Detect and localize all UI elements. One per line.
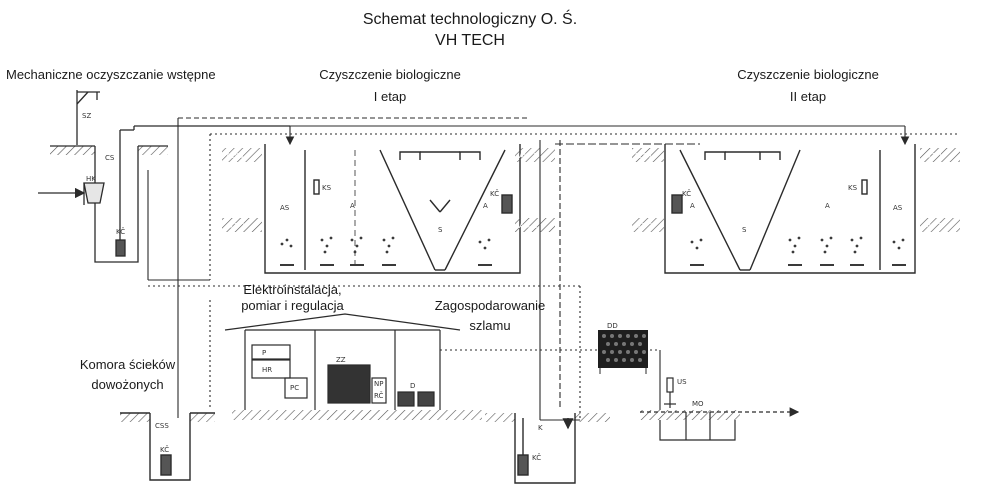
tag-css: CSS — [155, 422, 169, 430]
tag-kc-css: KČ — [160, 445, 169, 454]
tag-rc: RČ — [374, 391, 384, 400]
tag-sz: SZ — [82, 112, 91, 120]
tag-kc-1: KČ — [490, 189, 499, 198]
label-chamber: Komora ścieków dowożonych — [70, 357, 185, 393]
dryer-unit — [598, 330, 648, 374]
tag-hr: HR — [262, 366, 272, 374]
bio-stage-2-tank — [664, 144, 916, 274]
label-bio1-line2: I etap — [373, 89, 407, 104]
tag-alt1-a: ALT 1 — [226, 152, 245, 160]
alt-block — [222, 218, 262, 232]
tag-s-2: S — [742, 226, 747, 234]
alt-block — [920, 218, 960, 232]
label-chamber-line1: Komora ścieków — [79, 357, 176, 372]
label-elektro: Elektroinstalacja, pomiar i regulacja — [225, 282, 360, 314]
bio-stage-1-aeration — [280, 236, 492, 266]
bio-stage-2-aeration — [690, 236, 906, 266]
label-bio2: Czyszczenie biologiczne II etap — [718, 67, 898, 105]
diagram-title-line2: VH TECH — [435, 32, 505, 49]
tag-zz: ZZ — [336, 356, 346, 364]
label-elektro-line1: Elektroinstalacja, — [243, 282, 342, 297]
label-mechanical: Mechaniczne oczyszczanie wstępne — [6, 67, 216, 82]
label-sludge-line2: szlamu — [469, 318, 511, 333]
tag-alt1-b: ALT 1 — [519, 152, 538, 160]
ground-strip — [232, 410, 482, 420]
electro-building — [224, 313, 461, 410]
tag-mo: MO — [692, 400, 704, 408]
tag-pc: PC — [290, 384, 299, 392]
label-sludge: Zagospodarowanie szlamu — [425, 298, 555, 334]
alt-block — [515, 148, 555, 162]
alt-block — [222, 148, 262, 162]
label-bio1: Czyszczenie biologiczne I etap — [300, 67, 480, 105]
tag-kc-k: KČ — [532, 453, 541, 462]
tag-kc-2: KČ — [682, 189, 691, 198]
tag-kc-mech: KČ — [116, 227, 125, 236]
tag-p: P — [262, 349, 266, 357]
tag-a-2b: A — [690, 202, 695, 210]
tag-d: D — [410, 382, 415, 390]
tag-alt2-a: ALT 2 — [226, 222, 245, 230]
label-bio2-line1: Czyszczenie biologiczne — [737, 67, 879, 82]
tag-hk: HK — [86, 175, 96, 183]
uv-and-outlet — [640, 377, 800, 441]
tag-alt2-b: ALT 2 — [519, 222, 538, 230]
tag-ks-2: KS — [848, 184, 858, 192]
tag-a-2: A — [825, 202, 830, 210]
tag-as-2: AS — [893, 204, 903, 212]
label-elektro-line2: pomiar i regulacja — [241, 298, 344, 313]
alt-block — [920, 148, 960, 162]
tag-ks-1: KS — [322, 184, 332, 192]
tag-alt2-d: ALT 2 — [924, 222, 943, 230]
tag-alt1-c: ALT 1 — [634, 152, 653, 160]
ground-strip — [575, 413, 610, 422]
label-sludge-line1: Zagospodarowanie — [434, 298, 546, 313]
tag-alt1-d: ALT 1 — [924, 152, 943, 160]
css-tank — [120, 412, 215, 481]
sludge-tank — [514, 413, 576, 484]
mechanical-pretreatment — [38, 90, 290, 263]
tag-dd: DD — [607, 322, 618, 330]
ground-strip — [485, 413, 515, 422]
tag-as-1: AS — [280, 204, 290, 212]
tag-s-1: S — [438, 226, 443, 234]
tag-k: K — [538, 424, 543, 432]
equipment-tags: SZ CS HK KČ AS KS A S A KČ KČ A S A KS A… — [82, 112, 943, 462]
tag-a-1: A — [350, 202, 355, 210]
alt-block — [515, 218, 555, 232]
alt-blocks — [222, 148, 960, 232]
alt-block — [632, 148, 664, 162]
label-bio1-line1: Czyszczenie biologiczne — [319, 67, 461, 82]
label-bio2-line2: II etap — [789, 89, 827, 104]
label-chamber-line2: dowożonych — [91, 377, 164, 392]
pipe-lines — [134, 117, 960, 421]
tag-alt2-c: ALT 2 — [634, 222, 653, 230]
tag-np: NP — [374, 380, 383, 388]
diagram-title-line1: Schemat technologiczny O. Ś. — [362, 11, 578, 28]
alt-block — [632, 218, 664, 232]
tag-a-1b: A — [483, 202, 488, 210]
tag-us: US — [677, 378, 687, 386]
bio-stage-1-tank — [264, 144, 521, 274]
tag-cs: CS — [105, 154, 115, 162]
